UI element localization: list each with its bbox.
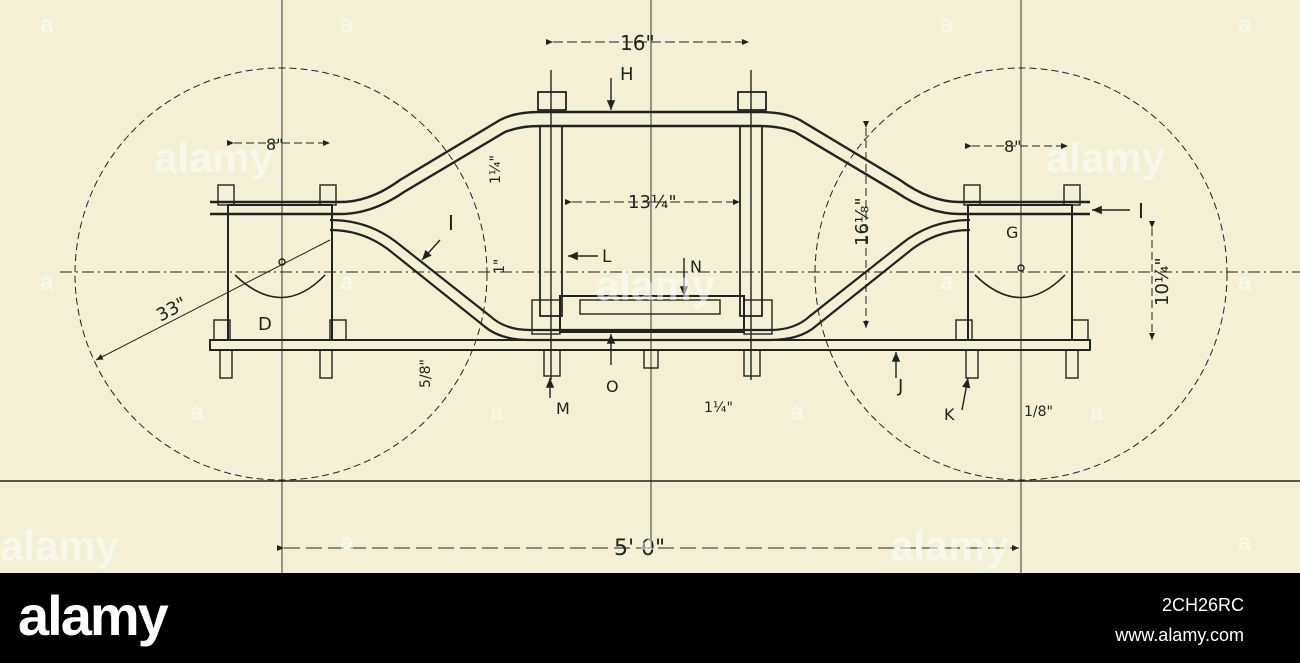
watermark-a-7: a: [940, 269, 954, 296]
watermark-5: alamy: [890, 522, 1010, 569]
top-arch-bar: [210, 110, 1090, 204]
watermark-3: alamy: [1046, 134, 1166, 181]
dim-text-8-right: 8": [1004, 137, 1022, 156]
footer-brand-logo[interactable]: alamy: [18, 584, 169, 647]
dim-text-1-8: 1/8": [1024, 404, 1053, 420]
watermark-a-14: a: [640, 529, 654, 556]
label-N: N: [690, 257, 702, 276]
dim-text-1-4a: 1¼": [488, 155, 504, 184]
dim-text-33: 33": [153, 293, 190, 326]
watermark-a-3: a: [940, 11, 954, 38]
left-wheel-outline: [74, 67, 488, 481]
label-I-left: I: [448, 211, 454, 235]
label-G: G: [1006, 223, 1018, 242]
tie-bar: [209, 339, 1091, 351]
drawing-area: H I I D G L N O M J K 16" 13¼" 8" 8" 33"…: [0, 0, 1300, 573]
label-K: K: [944, 405, 955, 424]
watermark-a-5: a: [40, 269, 54, 296]
label-L: L: [602, 247, 612, 267]
dim-text-10: 10¼": [1152, 257, 1173, 306]
dim-text-13: 13¼": [628, 192, 677, 213]
watermark-4: alamy: [0, 522, 120, 569]
dim-33: [95, 239, 331, 361]
dim-text-1-4b: 1¼": [704, 400, 733, 416]
watermark-a-2: a: [340, 11, 354, 38]
right-journal-box: [967, 204, 1073, 341]
watermark-a-11: a: [790, 399, 804, 426]
watermark-a-6: a: [340, 269, 354, 296]
footer-bar: alamy 2CH26RC www.alamy.com: [0, 573, 1300, 663]
right-column-nut: [737, 91, 767, 111]
watermark-a-1: a: [40, 11, 54, 38]
inverted-bar: [329, 218, 971, 332]
label-D: D: [258, 314, 272, 335]
left-column-nut: [537, 91, 567, 111]
dim-text-16-8: 16⅛": [852, 197, 873, 246]
label-H: H: [620, 64, 634, 85]
dim-text-16: 16": [620, 31, 655, 55]
top-arch-bar-inner: [210, 124, 1090, 216]
watermark-2: alamy: [596, 262, 716, 309]
label-M: M: [556, 399, 570, 418]
dim-text-1: 1": [492, 259, 508, 274]
watermark-a-4: a: [1238, 11, 1252, 38]
label-O: O: [606, 377, 619, 396]
watermark-a-10: a: [490, 399, 504, 426]
watermark-a-15: a: [1238, 529, 1252, 556]
label-I-right: I: [1138, 199, 1144, 223]
watermark-a-9: a: [190, 399, 204, 426]
left-journal-box: [227, 204, 333, 341]
dim-text-5-0: 5' 0": [614, 536, 665, 561]
label-J: J: [897, 376, 903, 397]
dim-text-5-8: 5/8": [418, 359, 434, 388]
watermark-1: alamy: [154, 134, 274, 181]
watermark-a-13: a: [340, 529, 354, 556]
watermark-a-12: a: [1090, 399, 1104, 426]
footer-url[interactable]: www.alamy.com: [1115, 625, 1244, 645]
watermark-layer: alamy alamy alamy alamy alamy a a a a a …: [0, 11, 1252, 569]
truck-frame-diagram: H I I D G L N O M J K 16" 13¼" 8" 8" 33"…: [0, 0, 1300, 573]
watermark-a-8: a: [1238, 269, 1252, 296]
dim-text-8-left: 8": [266, 135, 284, 154]
footer-image-id: 2CH26RC: [1161, 595, 1244, 615]
